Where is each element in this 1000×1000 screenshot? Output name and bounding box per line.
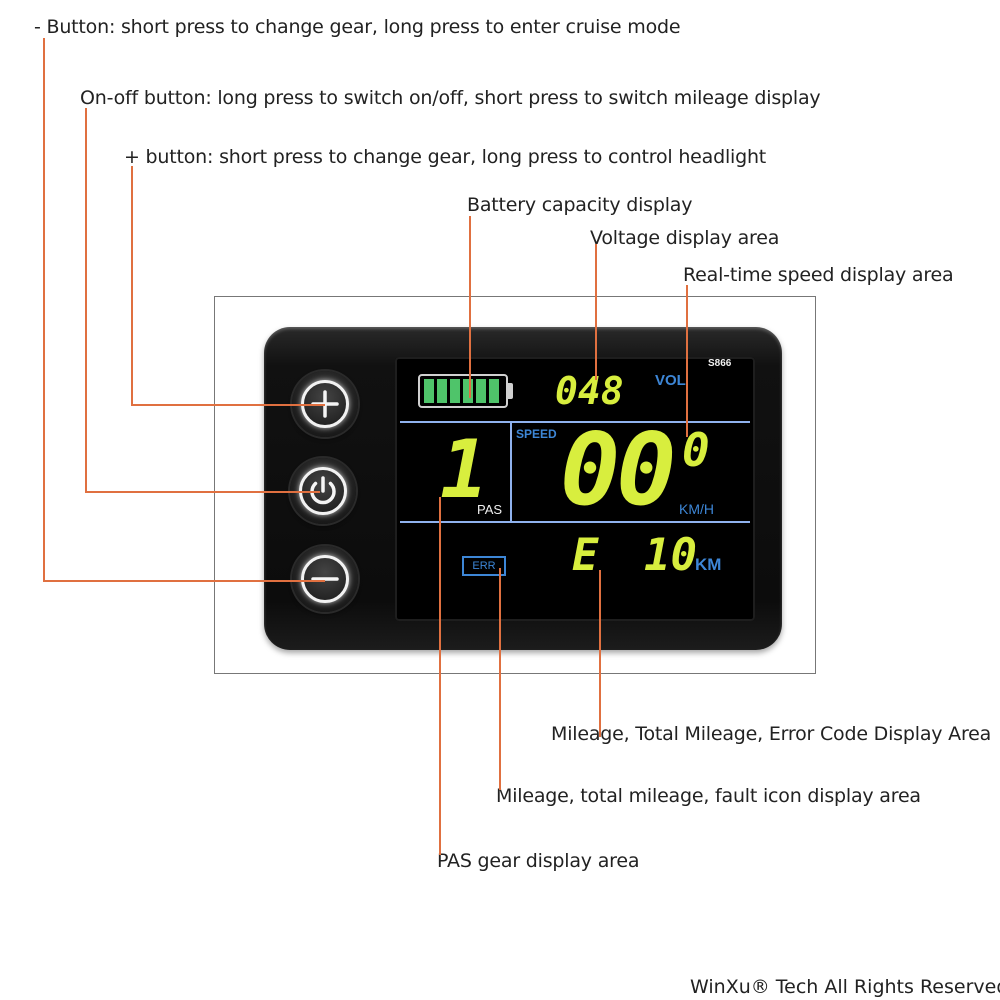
mileage-value: 10 (644, 530, 697, 581)
callout-plus (131, 166, 325, 406)
power-icon (310, 476, 336, 505)
pas-label: PAS gear display area (437, 850, 640, 872)
plus-button[interactable] (292, 371, 358, 437)
speed-label: Real-time speed display area (683, 264, 954, 286)
voltage-value: 048 (555, 369, 624, 413)
error-icon: ERR (462, 556, 506, 576)
callout-minus (43, 38, 325, 582)
battery-cell (489, 379, 499, 403)
product-frame (214, 296, 816, 674)
minus-button[interactable] (292, 546, 358, 612)
minus-icon (311, 577, 339, 581)
mode-letter: E (572, 530, 599, 581)
mileage-fault-label: Mileage, total mileage, fault icon displ… (496, 785, 921, 807)
callout-onoff (85, 108, 320, 493)
speed-text: SPEED (516, 427, 557, 441)
onoff-button-label: On-off button: long press to switch on/o… (80, 87, 821, 109)
speed-value: 00 (560, 411, 676, 528)
battery-label: Battery capacity display (467, 194, 693, 216)
battery-cell (450, 379, 460, 403)
minus-button-ring (301, 555, 349, 603)
battery-tip (508, 383, 513, 399)
mileage-unit: KM (695, 555, 722, 574)
lcd-divider-bottom (400, 521, 750, 523)
battery-cell (437, 379, 447, 403)
copyright-footer: WinXu® Tech All Rights Reserved (690, 976, 1000, 998)
battery-cell (424, 379, 434, 403)
pas-value: 1 (440, 423, 489, 516)
battery-icon (418, 374, 508, 408)
speed-unit: KM/H (679, 501, 714, 517)
plus-button-label: + button: short press to change gear, lo… (124, 146, 767, 168)
voltage-unit: VOL (655, 372, 686, 389)
battery-cell (476, 379, 486, 403)
mileage-error-label: Mileage, Total Mileage, Error Code Displ… (551, 723, 992, 745)
lcd-divider-top (400, 421, 750, 423)
battery-cell (463, 379, 473, 403)
minus-button-label: - Button: short press to change gear, lo… (34, 16, 681, 38)
model-number: S866 (708, 358, 732, 369)
pas-text: PAS (477, 502, 503, 517)
voltage-label: Voltage display area (590, 227, 780, 249)
lcd-divider-vertical (510, 422, 512, 521)
